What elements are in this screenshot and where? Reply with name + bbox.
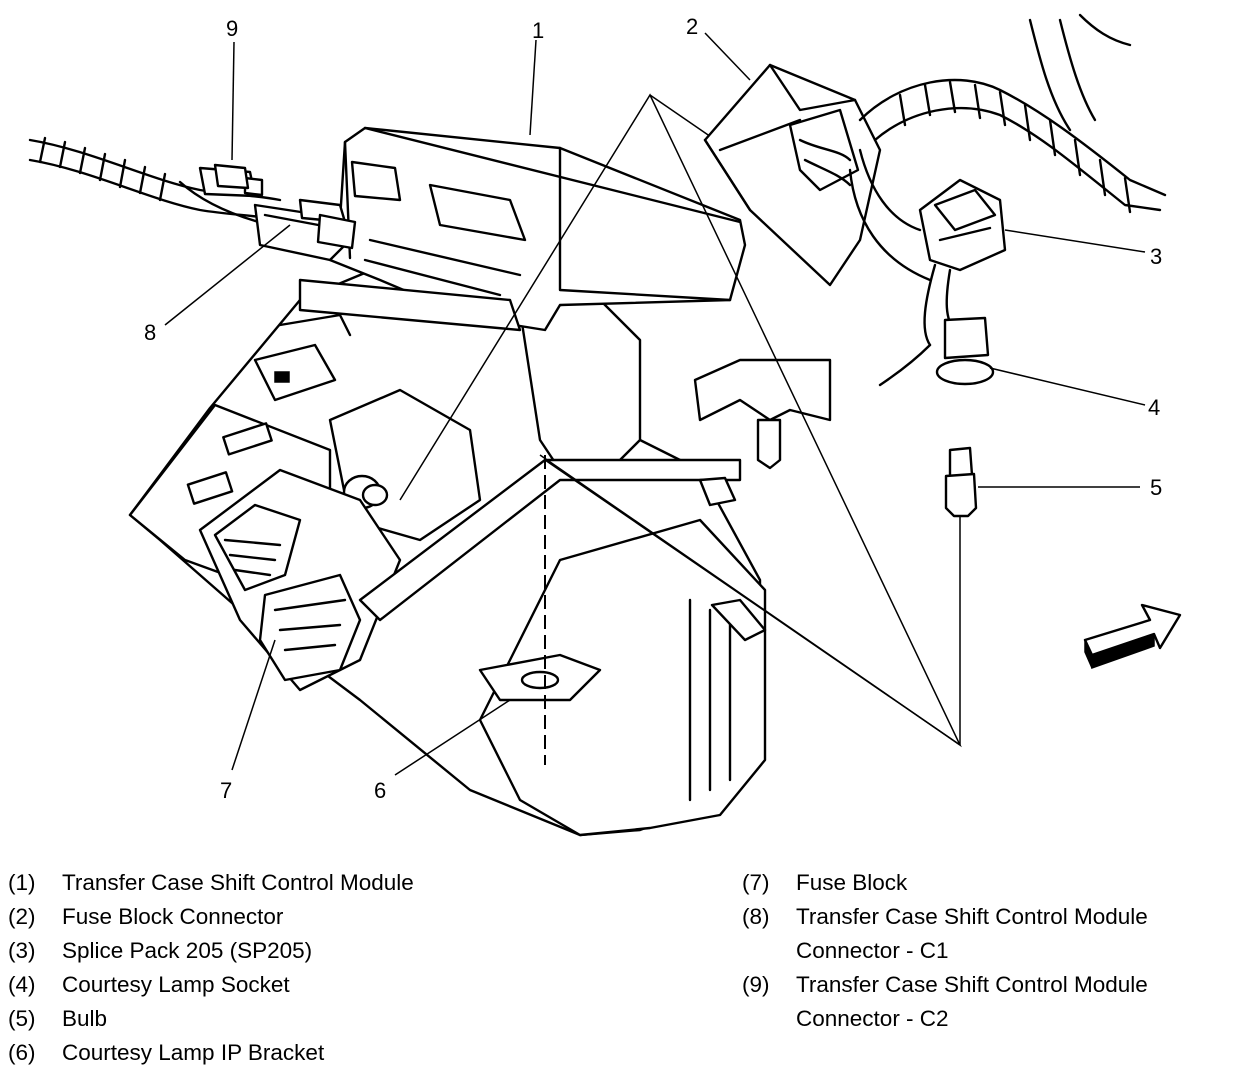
callout-leaders [164,32,1146,776]
projection-lines [359,93,962,765]
callout-6: 6 [374,778,386,803]
callout-9: 9 [226,16,238,41]
callout-5: 5 [1150,475,1162,500]
legend-item-2: (2) Fuse Block Connector [8,900,728,934]
callout-1: 1 [532,18,544,43]
legend-item-7: (7) Fuse Block [742,866,1242,900]
transfer-case-shift-control-module [298,126,747,332]
legend-item-4: (4) Courtesy Lamp Socket [8,968,728,1002]
legend-label: Transfer Case Shift Control Module [62,870,414,895]
forward-arrow-icon [1083,603,1182,670]
legend-label: Transfer Case Shift Control Module Conne… [796,900,1242,968]
left-wiring-harness [28,136,352,262]
legend-item-3: (3) Splice Pack 205 (SP205) [8,934,728,968]
legend-label: Fuse Block Connector [62,904,284,929]
connector-c2 [213,163,250,190]
legend-number: (9) [742,972,770,997]
callout-8: 8 [144,320,156,345]
legend-left-column: (1) Transfer Case Shift Control Module (… [8,866,728,1070]
legend-right-column: (7) Fuse Block (8) Transfer Case Shift C… [742,866,1242,1036]
upper-wiring-harness [848,13,1167,282]
callout-4: 4 [1148,395,1160,420]
legend-number: (4) [8,972,36,997]
callout-2: 2 [686,14,698,39]
legend-label-line-2: Connector - C2 [796,1006,949,1031]
callout-numbers: 1 2 3 4 5 6 7 8 9 [144,14,1162,803]
legend-number: (8) [742,904,770,929]
legend-number: (5) [8,1006,36,1031]
legend-number: (1) [8,870,36,895]
legend-label: Transfer Case Shift Control Module Conne… [796,968,1242,1036]
legend-label-line-2: Connector - C1 [796,938,949,963]
legend-label-line-1: Transfer Case Shift Control Module [796,972,1148,997]
legend-label: Courtesy Lamp Socket [62,972,290,997]
legend-label: Courtesy Lamp IP Bracket [62,1040,325,1065]
legend-number: (3) [8,938,36,963]
legend-number: (7) [742,870,770,895]
courtesy-lamp-socket [878,263,995,387]
legend-label-line-1: Transfer Case Shift Control Module [796,904,1148,929]
fuse-block-connector [703,63,882,287]
legend-item-8: (8) Transfer Case Shift Control Module C… [742,900,1242,968]
bulb [944,446,978,518]
legend-label: Fuse Block [796,870,908,895]
component-locator-diagram: 1 2 3 4 5 6 7 8 9 [28,13,1182,837]
connector-c1 [316,213,357,250]
legend-label: Bulb [62,1006,108,1031]
legend-label: Splice Pack 205 (SP205) [62,938,313,963]
legend-item-5: (5) Bulb [8,1002,728,1036]
callout-7: 7 [220,778,232,803]
legend-item-1: (1) Transfer Case Shift Control Module [8,866,728,900]
legend-number: (2) [8,904,36,929]
legend-item-6: (6) Courtesy Lamp IP Bracket [8,1036,728,1070]
callout-3: 3 [1150,244,1162,269]
courtesy-lamp-ip-bracket [358,458,767,702]
splice-pack-sp205 [918,178,1007,272]
legend-number: (6) [8,1040,36,1065]
legend-item-9: (9) Transfer Case Shift Control Module C… [742,968,1242,1036]
